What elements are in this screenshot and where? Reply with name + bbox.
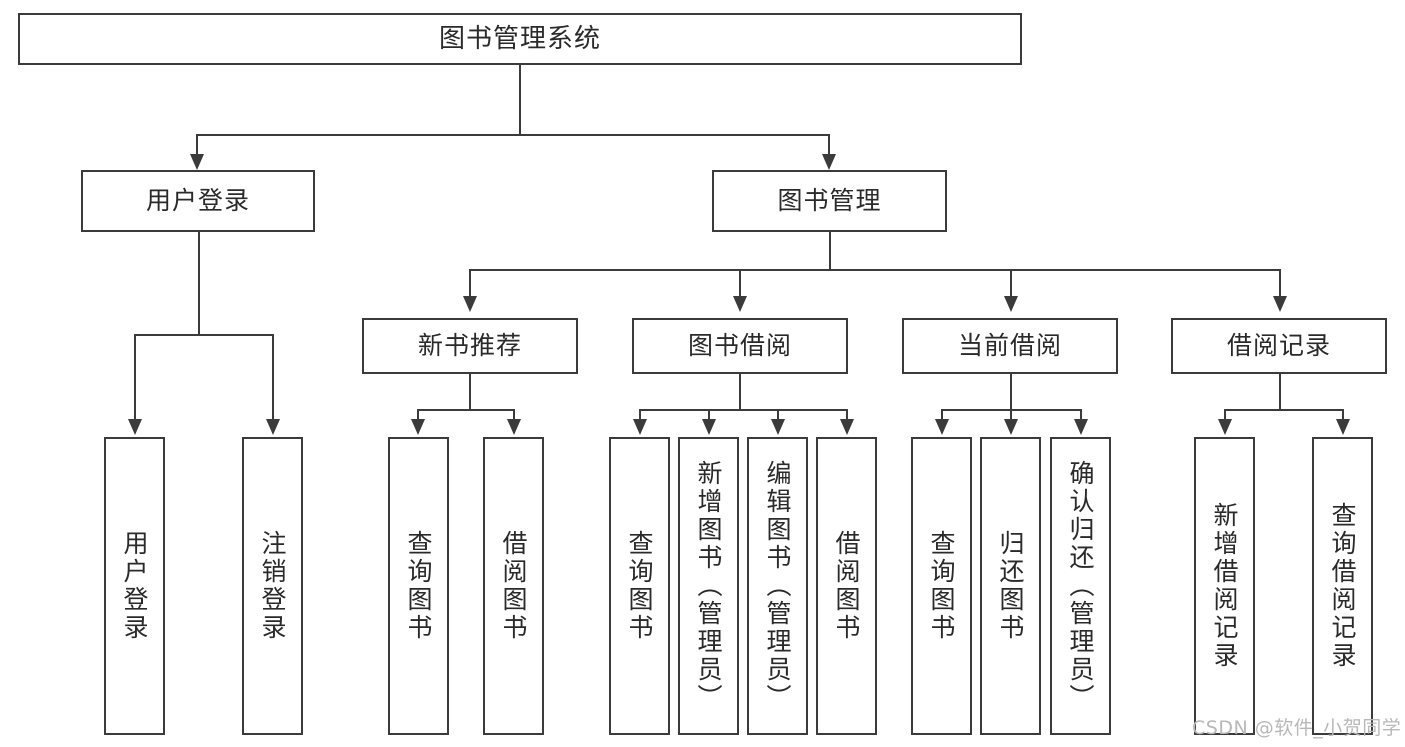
arrow-new-book-child-2 <box>507 419 521 435</box>
arrow-borrow-record-child-2 <box>1336 419 1350 435</box>
node-label: 确认归还（管理员） <box>1066 460 1095 712</box>
connector-current-borrow-stem <box>1010 374 1012 409</box>
node-borrow-record[interactable]: 借阅记录 <box>1171 318 1387 374</box>
connector-book-borrow-drop-3 <box>777 409 779 421</box>
arrow-book-borrow-child-2 <box>702 419 716 435</box>
leaf-new-book-borrow[interactable]: 借阅图书 <box>483 437 544 735</box>
connector-user-login-stem <box>198 232 200 334</box>
connector-current-borrow-drop-3 <box>1080 409 1082 421</box>
connector-borrow-record-drop-1 <box>1224 409 1226 421</box>
node-label: 借阅记录 <box>1226 331 1331 361</box>
connector-book-mgmt-bus <box>469 269 1279 271</box>
arrow-root-to-book-mgmt <box>822 154 836 170</box>
connector-borrow-record-drop-2 <box>1342 409 1344 421</box>
arrow-new-book-child-1 <box>411 419 425 435</box>
leaf-borrow-record-add[interactable]: 新增借阅记录 <box>1194 437 1255 735</box>
node-label: 新增借阅记录 <box>1210 502 1239 670</box>
arrow-book-mgmt-child-1 <box>463 296 477 312</box>
node-book-management[interactable]: 图书管理 <box>712 170 947 232</box>
connector-root-bus <box>196 134 828 136</box>
node-book-borrow[interactable]: 图书借阅 <box>632 318 848 374</box>
connector-book-mgmt-drop-4 <box>1279 269 1281 298</box>
connector-book-borrow-bus <box>639 409 846 411</box>
node-label: 编辑图书（管理员） <box>763 460 792 712</box>
arrow-current-borrow-child-2 <box>1004 419 1018 435</box>
node-label: 图书管理 <box>777 186 882 216</box>
arrow-book-mgmt-child-4 <box>1273 296 1287 312</box>
arrow-book-borrow-child-3 <box>771 419 785 435</box>
arrow-root-to-user-login <box>190 154 204 170</box>
connector-borrow-record-stem <box>1279 374 1281 409</box>
connector-new-book-drop-2 <box>513 409 515 421</box>
connector-root-to-book-mgmt <box>828 134 830 156</box>
node-label: 查询图书 <box>927 530 956 642</box>
leaf-current-borrow-confirm[interactable]: 确认归还（管理员） <box>1050 437 1111 735</box>
connector-user-login-drop-2 <box>272 334 274 421</box>
arrow-user-login-child-2 <box>266 419 280 435</box>
arrow-book-borrow-child-1 <box>633 419 647 435</box>
node-new-book-recommend[interactable]: 新书推荐 <box>362 318 578 374</box>
node-label: 注销登录 <box>258 530 287 642</box>
node-label: 查询图书 <box>404 530 433 642</box>
leaf-current-borrow-return[interactable]: 归还图书 <box>980 437 1041 735</box>
connector-new-book-stem <box>469 374 471 409</box>
node-label: 图书管理系统 <box>438 23 601 54</box>
leaf-book-borrow-query[interactable]: 查询图书 <box>609 437 670 735</box>
connector-book-mgmt-drop-3 <box>1010 269 1012 298</box>
leaf-book-borrow-edit[interactable]: 编辑图书（管理员） <box>747 437 808 735</box>
arrow-book-mgmt-child-2 <box>733 296 747 312</box>
connector-book-borrow-drop-4 <box>846 409 848 421</box>
arrow-current-borrow-child-1 <box>935 419 949 435</box>
leaf-current-borrow-query[interactable]: 查询图书 <box>911 437 972 735</box>
arrow-borrow-record-child-1 <box>1218 419 1232 435</box>
watermark-text: CSDN @软件_小贺同学 <box>1192 717 1402 739</box>
node-current-borrow[interactable]: 当前借阅 <box>902 318 1118 374</box>
connector-book-mgmt-stem <box>829 232 831 269</box>
node-label: 新增图书（管理员） <box>694 460 723 712</box>
node-label: 图书借阅 <box>687 331 792 361</box>
arrow-current-borrow-child-3 <box>1074 419 1088 435</box>
connector-new-book-bus <box>417 409 513 411</box>
connector-new-book-drop-1 <box>417 409 419 421</box>
connector-current-borrow-drop-2 <box>1010 409 1012 421</box>
arrow-book-borrow-child-4 <box>840 419 854 435</box>
node-label: 当前借阅 <box>957 331 1062 361</box>
node-label: 查询图书 <box>625 530 654 642</box>
arrow-user-login-child-1 <box>128 419 142 435</box>
leaf-user-login-logout[interactable]: 注销登录 <box>242 437 303 735</box>
leaf-borrow-record-query[interactable]: 查询借阅记录 <box>1312 437 1373 735</box>
connector-current-borrow-drop-1 <box>941 409 943 421</box>
connector-user-login-drop-1 <box>134 334 136 421</box>
connector-book-borrow-drop-2 <box>708 409 710 421</box>
node-label: 查询借阅记录 <box>1328 502 1357 670</box>
connector-borrow-record-bus <box>1224 409 1342 411</box>
arrow-book-mgmt-child-3 <box>1004 296 1018 312</box>
node-user-login[interactable]: 用户登录 <box>81 170 315 232</box>
node-label: 用户登录 <box>120 530 149 642</box>
connector-root-to-user-login <box>196 134 198 156</box>
connector-root-stem <box>519 65 521 134</box>
connector-book-borrow-drop-1 <box>639 409 641 421</box>
leaf-book-borrow-add[interactable]: 新增图书（管理员） <box>678 437 739 735</box>
leaf-book-borrow-borrow[interactable]: 借阅图书 <box>816 437 877 735</box>
connector-book-borrow-stem <box>739 374 741 409</box>
node-label: 借阅图书 <box>832 530 861 642</box>
connector-user-login-bus <box>134 334 272 336</box>
node-label: 归还图书 <box>996 530 1025 642</box>
leaf-user-login-login[interactable]: 用户登录 <box>104 437 165 735</box>
connector-book-mgmt-drop-2 <box>739 269 741 298</box>
node-label: 新书推荐 <box>417 331 522 361</box>
leaf-new-book-query[interactable]: 查询图书 <box>388 437 449 735</box>
node-label: 用户登录 <box>145 186 250 216</box>
node-label: 借阅图书 <box>499 530 528 642</box>
connector-book-mgmt-drop-1 <box>469 269 471 298</box>
node-root-system[interactable]: 图书管理系统 <box>18 13 1022 65</box>
